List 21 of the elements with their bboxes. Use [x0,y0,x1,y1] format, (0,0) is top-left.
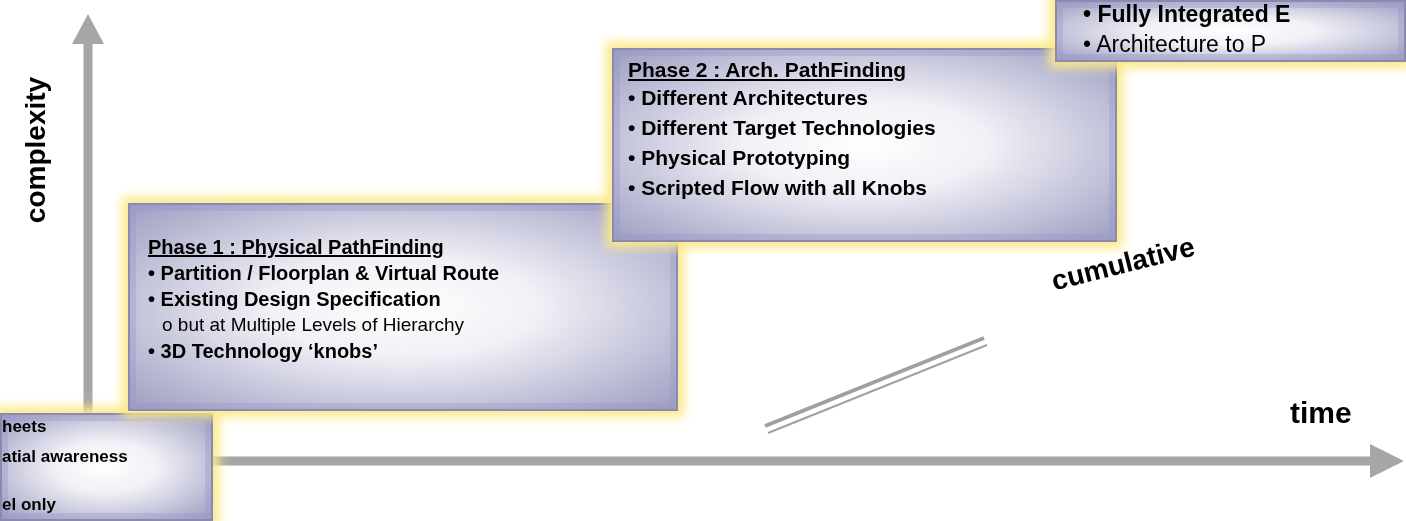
bullet-item: • Existing Design Specification [148,287,441,311]
bullet-item: • Different Architectures [628,86,868,110]
bullet-item: • Scripted Flow with all Knobs [628,176,928,200]
phase-heading: Phase 1 : Physical PathFinding [148,235,444,259]
bullet-item: el only [2,494,56,516]
phase-box [0,413,213,521]
bullet-item: • Architecture to P [1083,32,1267,56]
bullet-item: atial awareness [2,446,128,468]
bullet-item: o but at Multiple Levels of Hierarchy [162,313,465,337]
axis-title: complexity [20,76,53,224]
bullet-item: • Physical Prototyping [628,146,851,170]
phase-box [128,203,678,411]
bullet-item: • Different Target Technologies [628,116,936,140]
bullet-item: • Partition / Floorplan & Virtual Route [148,261,500,285]
bullet-item: • Fully Integrated E [1083,2,1291,26]
phase-box [1055,0,1406,62]
axis-title: time [1290,396,1352,430]
annotation-text: cumulative [1048,230,1198,298]
bullet-item: • 3D Technology ‘knobs’ [148,339,378,363]
phase-heading: Phase 2 : Arch. PathFinding [628,58,907,82]
bullet-item: heets [2,416,47,438]
